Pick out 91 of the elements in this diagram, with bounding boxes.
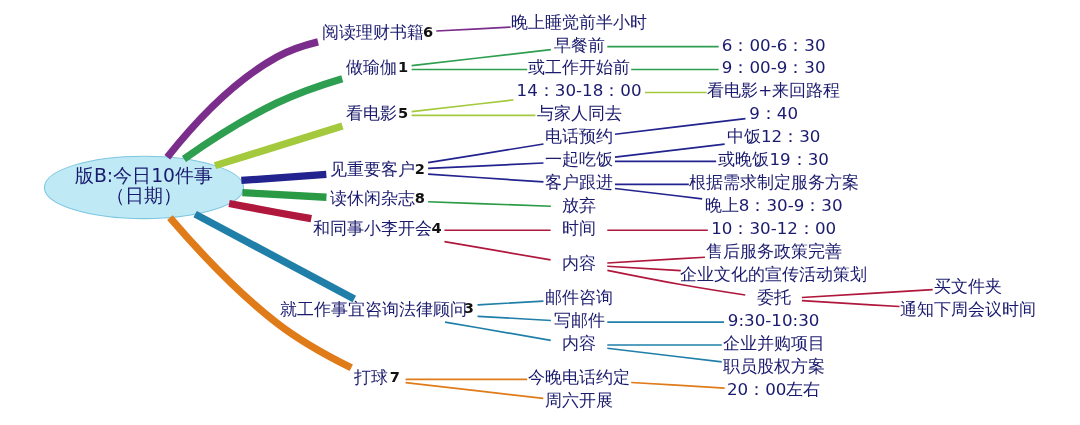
node-text: 委托 xyxy=(756,287,791,307)
connector xyxy=(800,299,900,307)
node-label: 5 xyxy=(397,103,408,121)
node-ellipse: 版B:今日10件事 （日期） xyxy=(43,155,244,219)
connector xyxy=(240,170,327,184)
node-text: 写邮件 xyxy=(553,310,605,330)
connector xyxy=(404,378,528,380)
connector xyxy=(410,68,528,70)
node-text: 打球 xyxy=(353,367,388,387)
node-text: 阅读理财书籍 xyxy=(321,22,424,42)
connector xyxy=(163,37,319,159)
node-label: 6 xyxy=(422,22,433,40)
connector xyxy=(605,228,709,231)
node-text: 晚上睡觉前半小时 xyxy=(510,12,647,32)
node-text: 看电影 xyxy=(345,103,397,123)
node-text: 客户跟进 xyxy=(544,172,613,192)
connector xyxy=(404,381,544,399)
connector xyxy=(606,268,746,296)
node-label: 4 xyxy=(430,218,442,236)
connector xyxy=(613,117,746,135)
connector xyxy=(181,74,343,162)
node-text: 6：00-6：30 xyxy=(721,35,826,55)
node-text: 内容 xyxy=(561,253,596,273)
node-text: 做瑜伽 xyxy=(345,57,397,77)
connector xyxy=(643,91,708,93)
node-text: 根据需求制定服务方案 xyxy=(688,172,859,192)
node-text: 时间 xyxy=(561,218,596,238)
node-text: 中饭12：30 xyxy=(726,126,820,146)
node-text: 或工作开始前 xyxy=(527,57,630,77)
node-text: 早餐前 xyxy=(553,35,605,55)
connector xyxy=(426,200,552,207)
node-text: 与家人同去 xyxy=(536,103,622,123)
connector xyxy=(426,161,544,169)
connector xyxy=(629,68,719,70)
node-text: 企业文化的宣传活动策划 xyxy=(679,264,867,284)
node-text: 今晚电话约定 xyxy=(527,367,630,387)
connector xyxy=(605,255,706,264)
node-label: 2 xyxy=(414,159,425,177)
connector xyxy=(426,142,544,163)
connector xyxy=(410,48,552,66)
connector xyxy=(410,98,514,112)
connector xyxy=(443,228,551,231)
node-text: 邮件咨询 xyxy=(544,287,613,307)
connector xyxy=(613,182,690,185)
node-text: 通知下周会议时间 xyxy=(899,299,1036,319)
node-text: 晚上8：30-9：30 xyxy=(704,195,843,215)
node-text: 职员股权方案 xyxy=(722,356,825,376)
connector xyxy=(476,314,552,321)
node-text: 内容 xyxy=(561,333,596,353)
connector xyxy=(605,264,682,271)
node-text: 或晚饭19：30 xyxy=(717,149,829,169)
connector xyxy=(410,114,536,116)
connector xyxy=(443,320,552,341)
node-text: 10：30-12：00 xyxy=(710,218,836,238)
node-label: 7 xyxy=(389,367,400,385)
node-text: 一起吃饭 xyxy=(544,149,613,169)
node-text: 读休闲杂志 xyxy=(329,188,415,208)
connector xyxy=(629,381,725,389)
node-text: 14：30-18：00 xyxy=(516,80,642,100)
node-text: 9：00-9：30 xyxy=(721,57,826,77)
node-text: 售后服务政策完善 xyxy=(705,241,842,261)
node-text: 电话预约 xyxy=(544,126,613,146)
connector xyxy=(605,320,725,323)
connector xyxy=(192,210,356,302)
node-text: 见重要客户 xyxy=(329,159,415,179)
node-label: 1 xyxy=(397,57,408,75)
node-text: 企业并购项目 xyxy=(722,333,825,353)
node-text: 放弃 xyxy=(561,195,596,215)
connector xyxy=(426,172,544,183)
connector xyxy=(213,121,344,169)
connector xyxy=(434,25,511,32)
connector xyxy=(613,142,725,158)
node-text: 9:30-10:30 xyxy=(727,310,819,330)
connector xyxy=(613,187,703,200)
node-text: 和同事小李开会 xyxy=(313,218,432,238)
connector xyxy=(241,188,327,201)
connector xyxy=(227,199,312,222)
node-text: 20：00左右 xyxy=(726,379,820,399)
connector xyxy=(800,288,934,298)
node-text: 周六开展 xyxy=(544,390,613,410)
node-text: 9：40 xyxy=(748,103,798,123)
connector xyxy=(476,299,544,306)
connector xyxy=(443,240,551,261)
connector xyxy=(166,214,353,371)
node-text: 买文件夹 xyxy=(933,276,1002,296)
connector xyxy=(605,346,723,363)
node-text: 看电影+来回路程 xyxy=(706,80,840,100)
node-label: 8 xyxy=(414,188,425,206)
connector xyxy=(605,45,719,47)
connector xyxy=(605,343,723,346)
connector xyxy=(613,160,717,162)
